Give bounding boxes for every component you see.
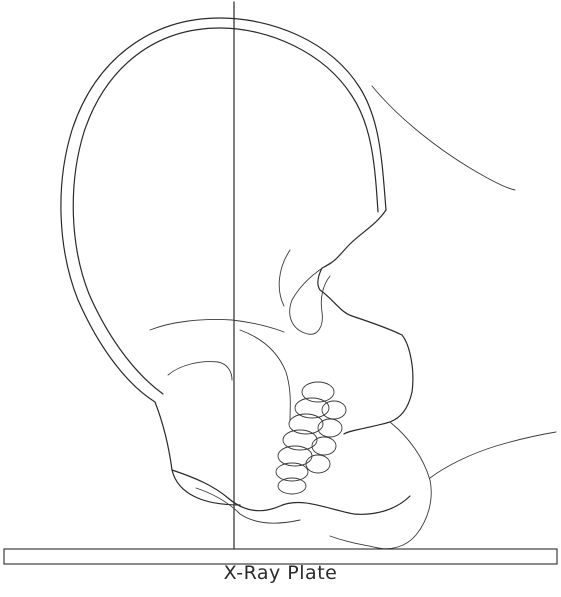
mandible-inner — [196, 488, 300, 523]
soft-tissue-neck — [330, 422, 431, 549]
zygomatic-arch — [150, 319, 284, 332]
cheek-line — [168, 362, 232, 380]
neck-line — [430, 432, 556, 478]
skull-inner-contour — [73, 28, 378, 394]
orbit-line — [279, 250, 290, 306]
tooth — [312, 437, 336, 455]
teeth-group — [276, 382, 346, 494]
soft-tissue-head — [372, 86, 515, 190]
maxilla — [240, 330, 290, 420]
nasal-cavity — [290, 262, 332, 334]
tooth — [278, 478, 306, 494]
xray-plate-label: X-Ray Plate — [0, 562, 561, 584]
tooth — [306, 455, 330, 473]
tooth — [322, 401, 346, 419]
face-profile — [318, 210, 413, 434]
skull-outer-contour — [61, 18, 386, 505]
